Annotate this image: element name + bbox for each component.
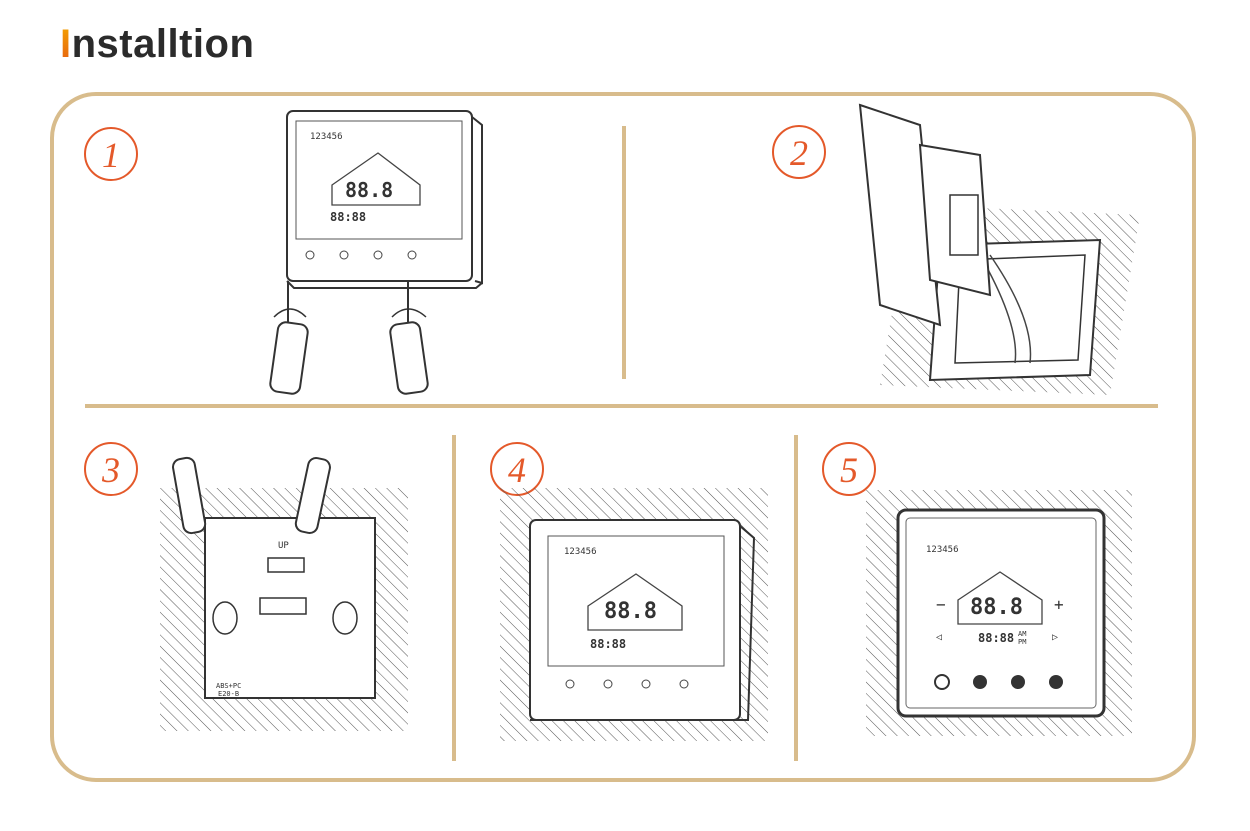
lcd-time: 88:88: [330, 210, 366, 224]
lcd-icon-row: 123456: [310, 132, 343, 142]
back-plate-material: ABS+PC: [216, 682, 241, 690]
step-5-pm: PM: [1018, 638, 1026, 646]
step-5-lcd-temp: 88.8: [970, 595, 1023, 620]
step-1-number: 1: [84, 127, 138, 181]
title-rest: nstalltion: [71, 22, 255, 66]
step-5-plus: +: [1054, 595, 1064, 614]
step-3-illustration: UP ABS+PC E20-B: [160, 456, 408, 731]
step-4-lcd-temp: 88.8: [604, 599, 657, 624]
back-plate-up-label: UP: [278, 541, 289, 551]
step-5-panel: 5 123456 − + 88.8 ◁ ▷ 88:88 AM PM: [800, 430, 1160, 760]
step-5-illustration: 123456 − + 88.8 ◁ ▷ 88:88 AM PM: [866, 490, 1132, 736]
step-4-illustration: 123456 88.8 88:88: [500, 488, 768, 741]
step-4-panel: 4 123456 88.8 88:88: [460, 430, 790, 760]
lcd-temperature: 88.8: [345, 178, 393, 202]
back-plate-code: E20-B: [218, 690, 239, 698]
step-2-panel: 2: [630, 103, 1155, 400]
step-4-lcd-time: 88:88: [590, 637, 626, 651]
step-4-lcd-icons: 123456: [564, 547, 597, 557]
step-5-lcd-icons: 123456: [926, 545, 959, 555]
step-5-am: AM: [1018, 630, 1026, 638]
page-title: Installtion: [60, 22, 254, 67]
vertical-divider-bottom-right: [794, 435, 798, 761]
step-1-illustration: 123456 88.8 88:88: [269, 110, 483, 395]
step-3-number: 3: [84, 442, 138, 496]
horizontal-divider: [85, 404, 1158, 408]
title-first-letter: I: [60, 22, 72, 66]
step-1-panel: 1 123456 88.8 88:88: [80, 105, 620, 400]
step-5-lcd-time: 88:88: [978, 631, 1014, 645]
step-5-minus: −: [936, 595, 946, 614]
step-2-number: 2: [772, 125, 826, 179]
step-2-illustration: [858, 103, 1140, 395]
step-5-left-arrow: ◁: [936, 632, 942, 643]
step-3-panel: 3 UP ABS+PC E20-B: [80, 430, 450, 760]
step-5-number: 5: [822, 442, 876, 496]
instructions-frame: [50, 92, 1196, 782]
step-5-right-arrow: ▷: [1052, 632, 1058, 643]
vertical-divider-bottom-left: [452, 435, 456, 761]
vertical-divider-top: [622, 126, 626, 379]
